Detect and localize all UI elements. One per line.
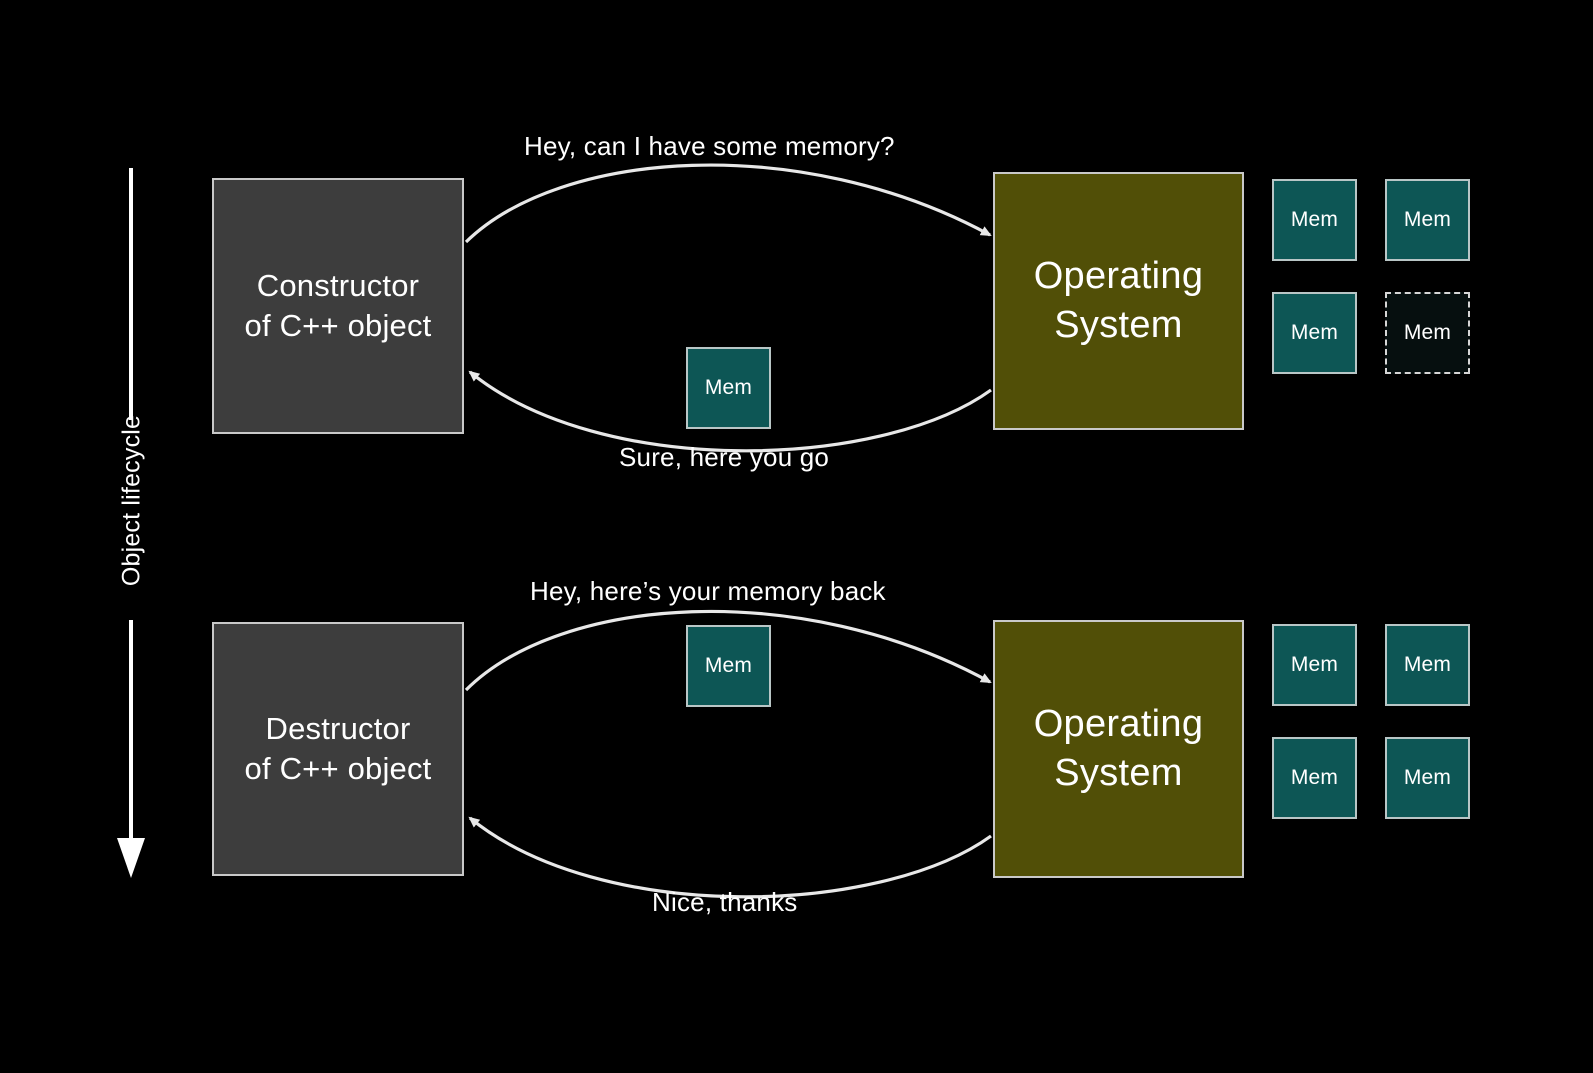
operating-system-box-top[interactable]: Operating System: [993, 172, 1244, 430]
memory-block-pool-top-4-free: Mem: [1385, 292, 1470, 374]
destructor-label-line2: of C++ object: [244, 751, 432, 786]
memory-block-pool-bottom-3: Mem: [1272, 737, 1357, 819]
arrow-request-construction: [464, 163, 992, 244]
memory-block-pool-bottom-1: Mem: [1272, 624, 1357, 706]
destructor-box[interactable]: Destructor of C++ object: [212, 622, 464, 876]
message-label-return-memory: Hey, here’s your memory back: [530, 576, 886, 606]
os-bottom-label-line2: System: [1054, 752, 1183, 794]
memory-block-pool-top-3: Mem: [1272, 292, 1357, 374]
message-label-acknowledge: Nice, thanks: [652, 887, 798, 917]
operating-system-top-label: Operating System: [1034, 252, 1204, 349]
os-top-label-line2: System: [1054, 304, 1183, 346]
destructor-label-line1: Destructor: [265, 711, 411, 747]
operating-system-bottom-label: Operating System: [1034, 700, 1204, 797]
os-bottom-label-line1: Operating: [1033, 703, 1204, 746]
constructor-box-label: Constructor of C++ object: [245, 266, 432, 345]
operating-system-box-bottom[interactable]: Operating System: [993, 620, 1244, 878]
object-lifecycle-label: Object lifecycle: [117, 414, 146, 587]
constructor-box[interactable]: Constructor of C++ object: [212, 178, 464, 434]
lifecycle-arrow-icon: [117, 168, 145, 878]
arrow-ack-destruction: [468, 816, 992, 899]
memory-block-pool-bottom-2: Mem: [1385, 624, 1470, 706]
message-label-request-memory: Hey, can I have some memory?: [524, 131, 895, 161]
memory-block-pool-top-1: Mem: [1272, 179, 1357, 261]
os-top-label-line1: Operating: [1033, 255, 1204, 298]
message-label-grant-memory: Sure, here you go: [619, 442, 830, 472]
constructor-label-line2: of C++ object: [244, 308, 432, 343]
memory-block-in-transit-returned: Mem: [686, 625, 771, 707]
destructor-box-label: Destructor of C++ object: [245, 709, 432, 788]
object-lifecycle-axis: Object lifecycle: [112, 168, 152, 880]
constructor-label-line1: Constructor: [256, 268, 420, 304]
memory-block-pool-bottom-4: Mem: [1385, 737, 1470, 819]
memory-block-in-transit-allocated: Mem: [686, 347, 771, 429]
memory-block-pool-top-2: Mem: [1385, 179, 1470, 261]
